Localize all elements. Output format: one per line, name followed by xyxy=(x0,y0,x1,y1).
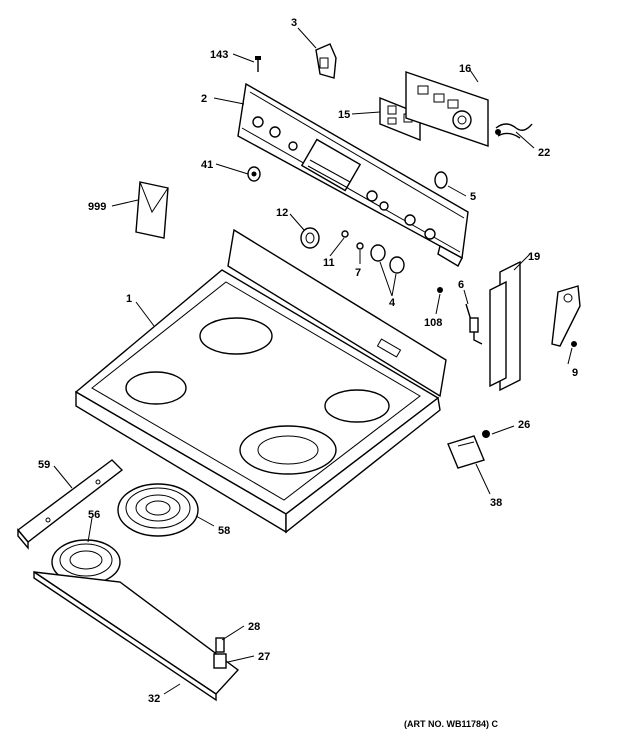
screw-part xyxy=(255,56,261,72)
callout-58: 58 xyxy=(218,525,230,537)
cooktop-main-top-part xyxy=(74,228,447,534)
receptacle-part xyxy=(447,435,485,469)
small-screw-part xyxy=(341,230,364,250)
callout-41: 41 xyxy=(201,159,213,171)
callout-999: 999 xyxy=(88,201,106,213)
callout-7: 7 xyxy=(355,267,361,279)
callout-143: 143 xyxy=(210,49,228,61)
callout-3: 3 xyxy=(291,17,297,29)
callout-16: 16 xyxy=(459,63,471,75)
small-surface-element-part xyxy=(51,539,121,585)
channel-bracket-part xyxy=(16,459,124,550)
terminal-block-part xyxy=(213,637,227,669)
bracket-part xyxy=(315,43,337,79)
element-screw-part xyxy=(482,430,490,438)
leader-lines xyxy=(53,27,573,695)
callout-11: 11 xyxy=(323,257,335,269)
callout-28: 28 xyxy=(248,621,260,633)
callout-12: 12 xyxy=(276,207,288,219)
hinge-bracket-part xyxy=(551,285,581,347)
owner-manual-part xyxy=(135,181,169,239)
callout-5: 5 xyxy=(470,191,476,203)
wire-harness-part xyxy=(495,123,533,139)
callout-38: 38 xyxy=(490,497,502,509)
callout-108: 108 xyxy=(424,317,442,329)
side-brace-part xyxy=(489,260,521,392)
hinge-part xyxy=(465,303,483,345)
knob-pair-part xyxy=(370,244,405,274)
clip-part xyxy=(434,171,448,189)
callout-1: 1 xyxy=(126,293,132,305)
callout-26: 26 xyxy=(518,419,530,431)
control-board-part xyxy=(405,71,489,147)
art-number-label: (ART NO. WB11784) C xyxy=(404,719,499,729)
callout-2: 2 xyxy=(201,93,207,105)
callout-15: 15 xyxy=(338,109,350,121)
callout-19: 19 xyxy=(528,251,540,263)
large-surface-element-part xyxy=(117,483,199,537)
callout-32: 32 xyxy=(148,693,160,705)
callout-6: 6 xyxy=(458,279,464,291)
element-support-bracket-part xyxy=(33,570,240,702)
control-knob-part xyxy=(300,227,320,249)
callout-59: 59 xyxy=(38,459,50,471)
mounting-screw-part xyxy=(437,287,443,293)
callout-22: 22 xyxy=(538,147,550,159)
callout-56: 56 xyxy=(88,509,100,521)
callout-4: 4 xyxy=(389,297,396,309)
callout-labels: 143 3 2 15 16 22 41 5 999 12 11 7 4 19 6… xyxy=(38,17,578,729)
callout-9: 9 xyxy=(572,367,578,379)
knob-part xyxy=(247,166,261,182)
callout-27: 27 xyxy=(258,651,270,663)
backsplash-panel-part xyxy=(237,82,469,267)
